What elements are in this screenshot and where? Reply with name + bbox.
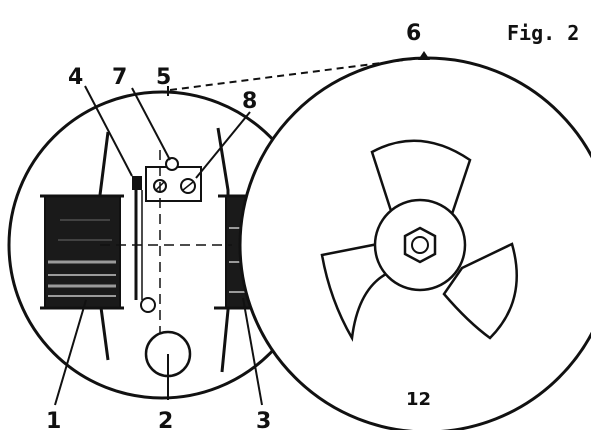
label-4: 4 (68, 65, 83, 90)
label-8: 8 (242, 89, 257, 114)
contact-block (145, 157, 202, 202)
rotor-icon (320, 139, 518, 342)
dashed-link (169, 57, 421, 91)
label-12: 12 (406, 389, 431, 410)
label-3: 3 (256, 409, 271, 430)
label-5: 5 (156, 65, 171, 90)
contact-screw-7-icon (165, 157, 179, 171)
figure-title: Fig. 2 (507, 21, 579, 45)
marker-6-icon (418, 51, 430, 60)
coil-1 (40, 194, 124, 310)
label-1: 1 (46, 409, 61, 430)
label-6: 6 (406, 21, 421, 46)
armature-lever (132, 176, 143, 300)
label-2: 2 (158, 409, 173, 430)
label-7: 7 (112, 65, 127, 90)
leader-lines (54, 85, 263, 406)
pivot-icon (140, 297, 156, 313)
